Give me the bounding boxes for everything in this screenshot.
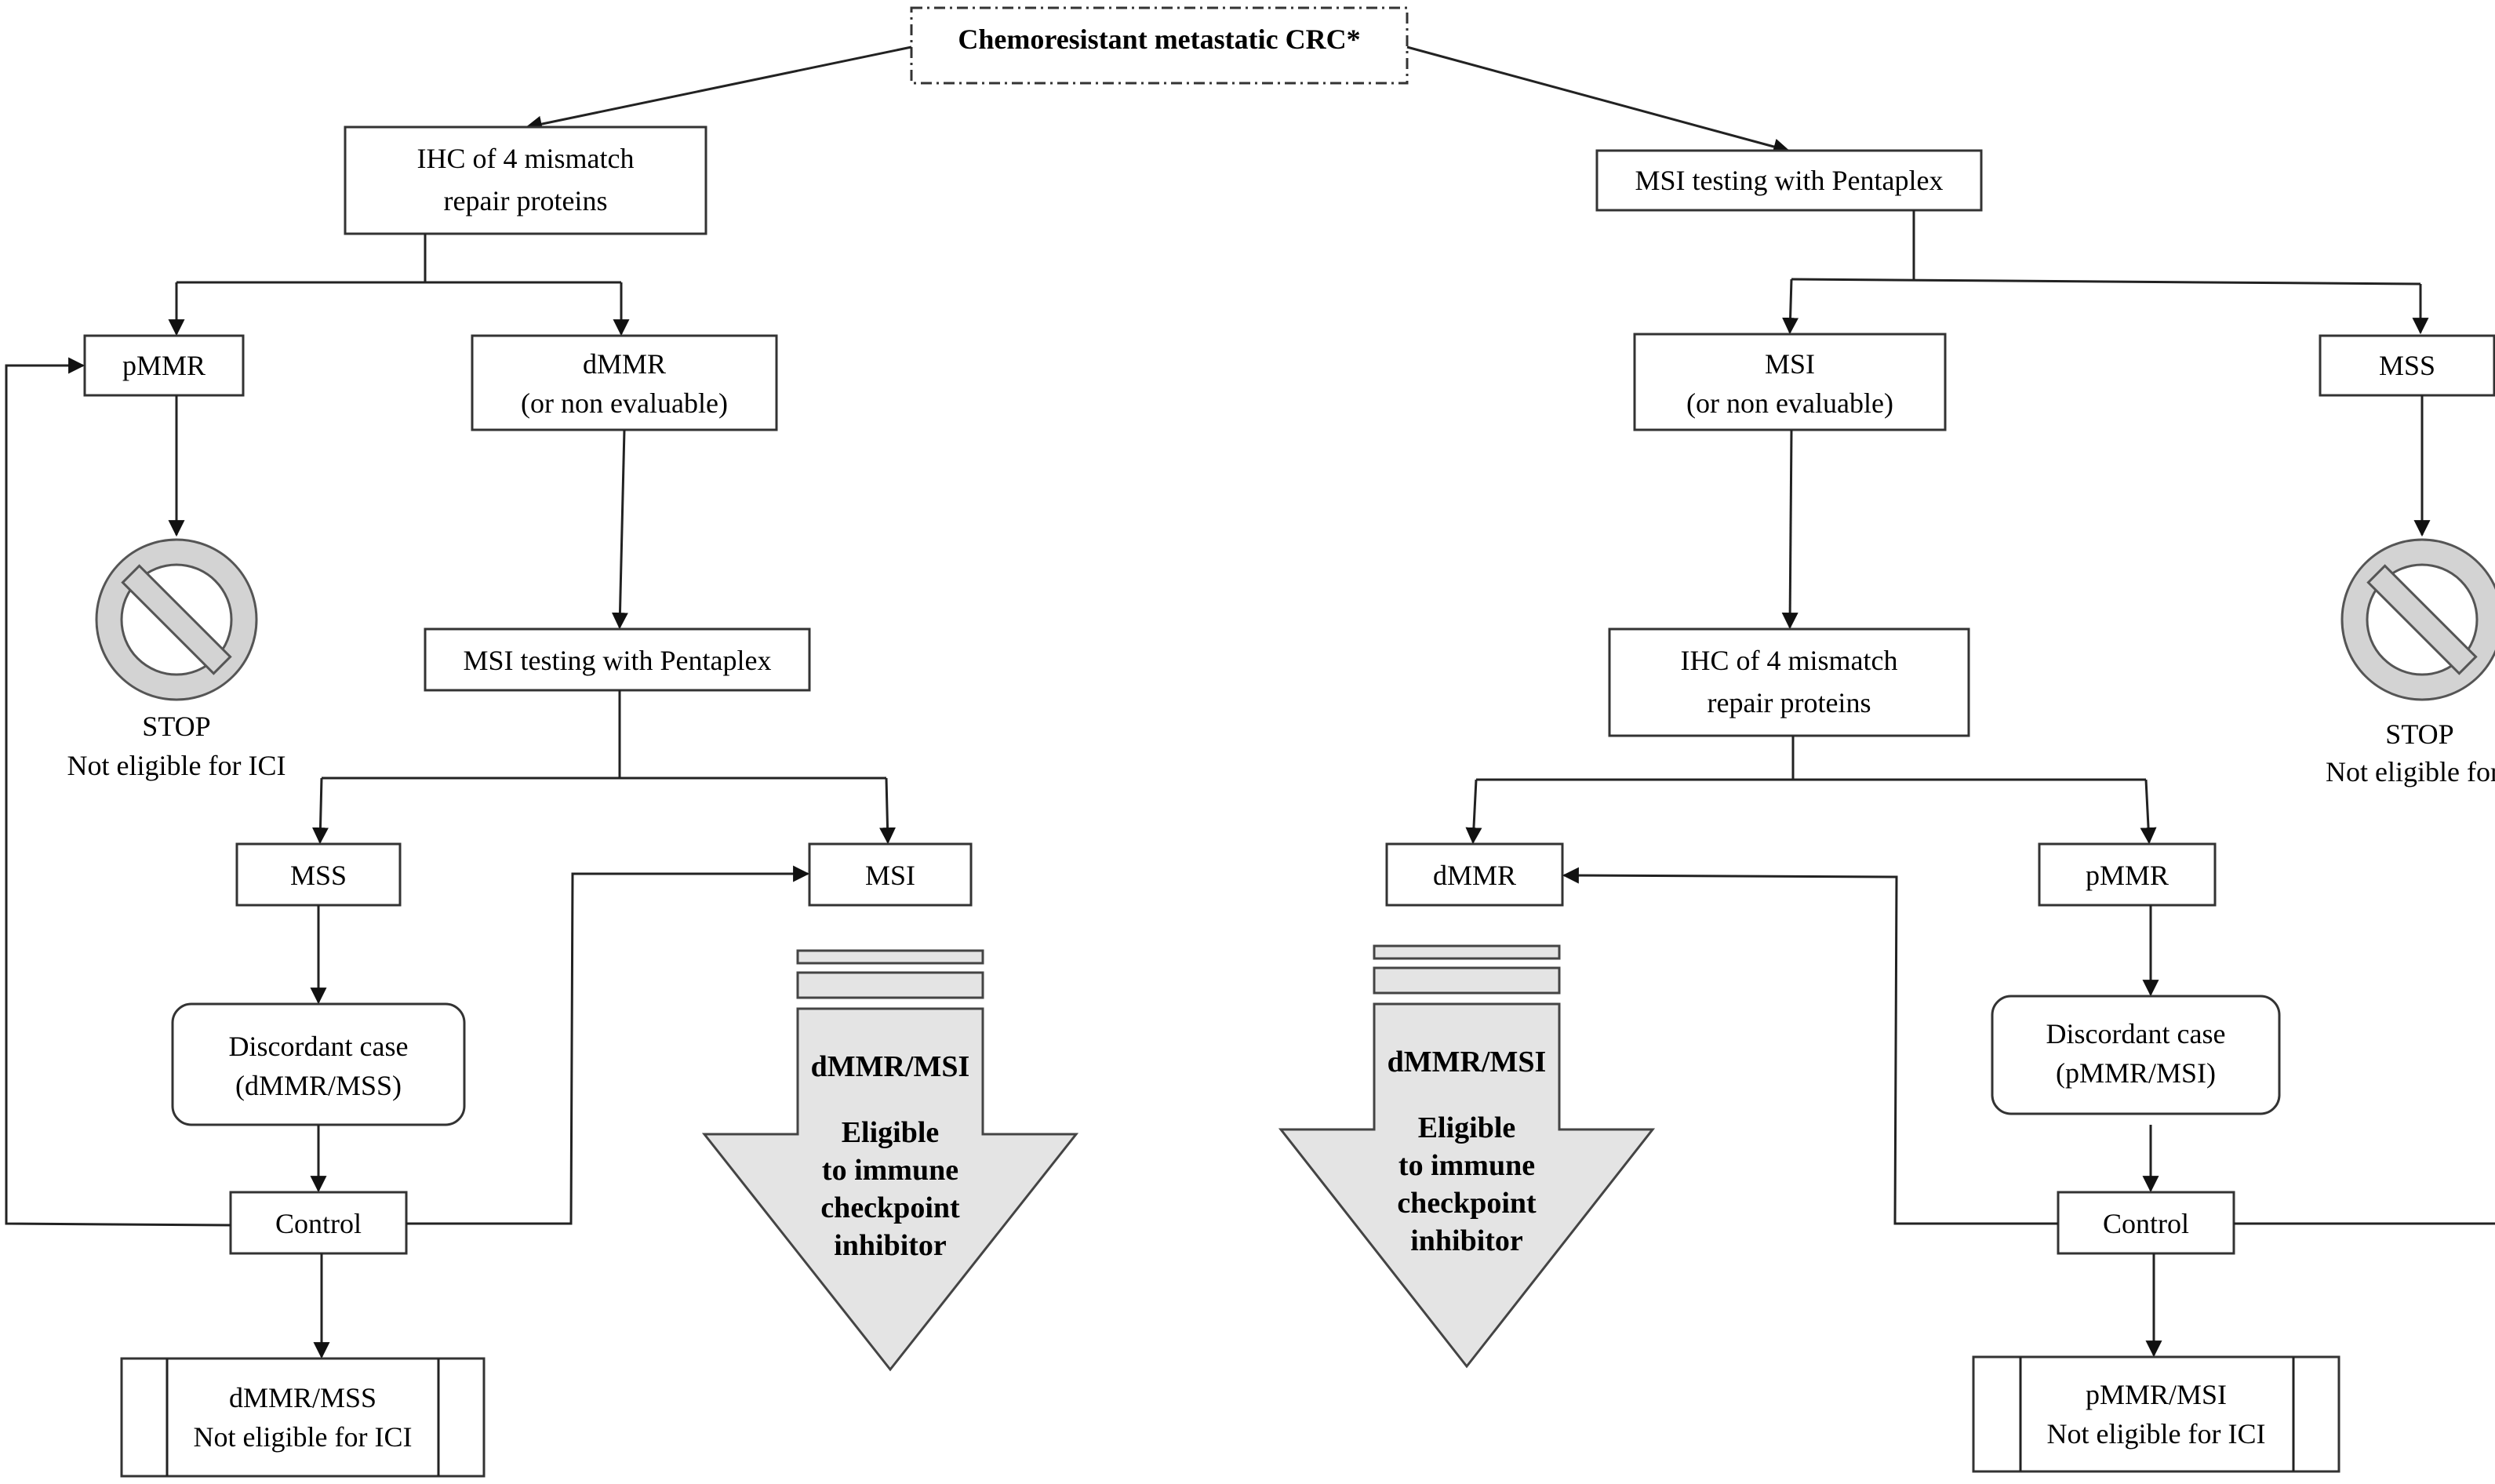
right-msi-node: MSI (or non evaluable) xyxy=(1633,333,1947,431)
right-mss-node: MSS xyxy=(2319,334,2495,397)
connector xyxy=(1406,45,1791,155)
left-pmmr-label: pMMR xyxy=(122,350,205,381)
connector xyxy=(1562,867,2058,1225)
left-stop-icon xyxy=(95,538,258,701)
left-discordant-line1: Discordant case xyxy=(229,1031,409,1062)
left-dmmr-node: dMMR (or non evaluable) xyxy=(471,334,778,431)
left-eligible-line5: inhibitor xyxy=(834,1229,947,1262)
right-control-node: Control xyxy=(2057,1191,2235,1255)
right-msi-line2: (or non evaluable) xyxy=(1686,387,1893,419)
left-ihc-line1: IHC of 4 mismatch xyxy=(417,143,635,174)
connector xyxy=(1782,278,1799,335)
connector xyxy=(406,865,810,1225)
left-eligible-line2: Eligible xyxy=(842,1116,940,1149)
left-dmmr-line1: dMMR xyxy=(583,348,666,380)
connector xyxy=(1781,429,1799,630)
left-eligible-line4: checkpoint xyxy=(820,1191,960,1224)
right-ihc-line2: repair proteins xyxy=(1708,687,1871,718)
left-stop-title: STOP xyxy=(142,711,210,742)
right-stop-icon xyxy=(2340,538,2495,701)
right-dmmr-node: dMMR xyxy=(1385,842,1564,907)
right-eligible-arrow: dMMR/MSI Eligible to immune checkpoint i… xyxy=(1278,944,1656,1369)
left-msi-testing-node: MSI testing with Pentaplex xyxy=(424,627,811,692)
left-control-node: Control xyxy=(229,1191,408,1255)
connector xyxy=(311,777,329,845)
left-control-label: Control xyxy=(275,1208,362,1239)
right-discordant-line2: (pMMR/MSI) xyxy=(2056,1057,2216,1089)
left-msi-label: MSI xyxy=(865,860,915,891)
left-eligible-line3: to immune xyxy=(822,1154,958,1187)
right-eligible-line5: inhibitor xyxy=(1410,1224,1523,1257)
right-msi-line1: MSI xyxy=(1765,348,1815,380)
left-eligible-line1: dMMR/MSI xyxy=(811,1050,970,1083)
right-eligible-line1: dMMR/MSI xyxy=(1388,1046,1547,1078)
connector xyxy=(879,777,897,845)
left-discordant-node: Discordant case (dMMR/MSS) xyxy=(171,1002,466,1126)
right-msi-testing-node: MSI testing with Pentaplex xyxy=(1595,149,1983,212)
right-eligible-line4: checkpoint xyxy=(1397,1187,1537,1220)
right-control-label: Control xyxy=(2103,1208,2189,1239)
right-stop-title: STOP xyxy=(2385,718,2453,750)
left-msi-testing-label: MSI testing with Pentaplex xyxy=(464,645,772,676)
connector xyxy=(611,429,628,630)
right-final-line1: pMMR/MSI xyxy=(2086,1379,2227,1410)
left-ihc-line2: repair proteins xyxy=(444,185,608,216)
connector xyxy=(2140,779,2157,845)
left-final-node: dMMR/MSS Not eligible for ICI xyxy=(120,1357,486,1478)
right-ihc-node: IHC of 4 mismatch repair proteins xyxy=(1608,627,1970,737)
connector xyxy=(1465,779,1482,845)
right-mss-label: MSS xyxy=(2379,350,2435,381)
right-stop-text: Not eligible for xyxy=(2326,756,2495,787)
left-eligible-arrow: dMMR/MSI Eligible to immune checkpoint i… xyxy=(701,949,1079,1372)
left-discordant-line2: (dMMR/MSS) xyxy=(235,1070,402,1101)
right-pmmr-node: pMMR xyxy=(2038,842,2217,907)
right-msi-testing-label: MSI testing with Pentaplex xyxy=(1635,165,1944,196)
right-eligible-line3: to immune xyxy=(1398,1149,1535,1182)
left-mss-node: MSS xyxy=(235,842,402,907)
right-ihc-line1: IHC of 4 mismatch xyxy=(1681,645,1898,676)
left-pmmr-node: pMMR xyxy=(83,334,245,397)
left-final-line2: Not eligible for ICI xyxy=(194,1421,413,1453)
right-final-node: pMMR/MSI Not eligible for ICI xyxy=(1972,1355,2340,1473)
left-mss-label: MSS xyxy=(290,860,347,891)
right-discordant-node: Discordant case (pMMR/MSI) xyxy=(1991,995,2281,1115)
left-msi-node: MSI xyxy=(808,842,973,907)
connector xyxy=(5,357,231,1227)
right-eligible-line2: Eligible xyxy=(1418,1111,1516,1144)
left-stop-text: Not eligible for ICI xyxy=(67,750,286,781)
connector xyxy=(525,45,912,133)
right-dmmr-label: dMMR xyxy=(1433,860,1516,891)
top-label: Chemoresistant metastatic CRC* xyxy=(958,24,1360,55)
left-final-line1: dMMR/MSS xyxy=(229,1382,376,1413)
top-node: Chemoresistant metastatic CRC* xyxy=(910,6,1409,85)
connector xyxy=(1791,278,2421,286)
right-discordant-line1: Discordant case xyxy=(2046,1018,2226,1049)
left-dmmr-line2: (or non evaluable) xyxy=(521,387,728,419)
right-final-line2: Not eligible for ICI xyxy=(2047,1418,2266,1449)
right-pmmr-label: pMMR xyxy=(2086,860,2169,891)
left-ihc-node: IHC of 4 mismatch repair proteins xyxy=(344,125,707,235)
